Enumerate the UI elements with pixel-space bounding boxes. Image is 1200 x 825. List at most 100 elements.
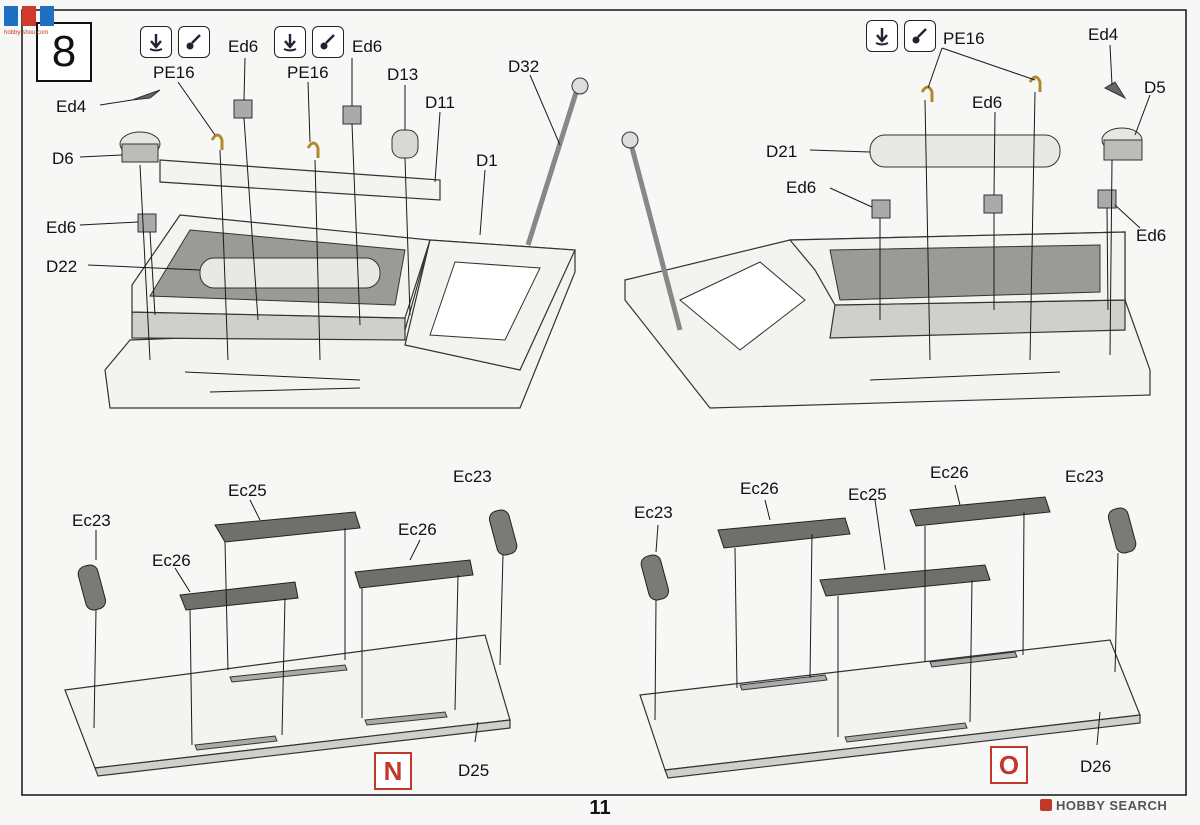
label-ec26: Ec26 — [930, 463, 969, 482]
label-ed6: Ed6 — [786, 178, 816, 197]
hull-hatch-mirror — [679, 261, 806, 351]
bracket-ed6 — [233, 99, 253, 119]
handle-ec25 — [214, 511, 361, 543]
bottom-left-leaders — [93, 499, 504, 746]
label-ed6: Ed6 — [228, 37, 258, 56]
label-ec26: Ec26 — [152, 551, 191, 570]
variant-marker-n: N — [374, 752, 412, 790]
brand-text: HOBBY SEARCH — [1056, 798, 1168, 813]
top-left-leaders — [79, 57, 561, 393]
label-pe16: PE16 — [943, 29, 985, 48]
part-d5-body — [1103, 139, 1143, 161]
pe16-hook — [210, 133, 224, 150]
label-ec25: Ec25 — [228, 481, 267, 500]
plate-d11 — [159, 159, 441, 201]
label-d13: D13 — [387, 65, 418, 84]
bracket-ed6 — [871, 199, 891, 219]
part-ed4 — [1103, 81, 1127, 100]
label-ec23: Ec23 — [1065, 467, 1104, 486]
exhaust-pipe-d21 — [869, 134, 1061, 168]
glue-drop-icon — [904, 20, 936, 52]
pe16-hook — [1028, 75, 1042, 92]
label-d22: D22 — [46, 257, 77, 276]
variant-marker-o: O — [990, 746, 1028, 784]
cut-arrow-icon — [274, 26, 306, 58]
plate-d26-edge — [664, 714, 1141, 779]
label-d21: D21 — [766, 142, 797, 161]
handle-ec25 — [819, 564, 991, 597]
label-ec23: Ec23 — [72, 511, 111, 530]
hobby-search-logo: HOBBY SEARCH — [1040, 798, 1167, 813]
strip — [194, 735, 278, 751]
grip-ec23 — [77, 564, 107, 611]
top-right-leaders — [809, 44, 1151, 381]
site-url: hobby-shou.com — [4, 30, 49, 36]
label-d1: D1 — [476, 151, 498, 170]
top-right-assembly — [621, 44, 1151, 409]
top-left-assembly — [79, 57, 589, 409]
cut-arrow-icon — [140, 26, 172, 58]
bottom-right-assembly — [639, 484, 1141, 779]
label-d32: D32 — [508, 57, 539, 76]
grip-ec23 — [640, 554, 670, 601]
label-pe16: PE16 — [153, 63, 195, 82]
label-ed6: Ed6 — [46, 218, 76, 237]
label-d5: D5 — [1144, 78, 1166, 97]
antenna-d32 — [525, 79, 583, 246]
site-logo: hobby-shou.com — [0, 0, 70, 40]
label-ed6: Ed6 — [972, 93, 1002, 112]
label-ec26: Ec26 — [398, 520, 437, 539]
page-frame — [21, 9, 1187, 796]
site-logo-icon — [4, 6, 54, 26]
label-ed6: Ed6 — [352, 37, 382, 56]
hobby-search-mark-icon — [1040, 799, 1052, 811]
handle-ec26 — [354, 559, 474, 589]
handle-ec26 — [179, 581, 299, 611]
glue-drop-icon — [312, 26, 344, 58]
strip — [844, 722, 968, 743]
pe16-hook — [306, 141, 320, 158]
bracket-ed6 — [342, 105, 362, 125]
label-d11: D11 — [425, 93, 455, 112]
grip-ec23 — [488, 509, 518, 556]
page-number: 11 — [589, 797, 611, 819]
strip — [364, 711, 448, 726]
part-d6-body — [121, 143, 159, 163]
bracket-ed6 — [983, 194, 1003, 214]
label-d6: D6 — [52, 149, 74, 168]
label-ed4: Ed4 — [1088, 25, 1118, 44]
label-d25: D25 — [458, 761, 489, 780]
plate-d25-edge — [94, 719, 511, 777]
hull-cavity-mirror — [829, 244, 1101, 301]
label-ec23: Ec23 — [453, 467, 492, 486]
label-ec25: Ec25 — [848, 485, 887, 504]
bottom-right-leaders — [654, 484, 1119, 746]
handle-ec26 — [717, 517, 851, 549]
step-number: 8 — [36, 22, 92, 82]
antenna-right — [627, 139, 683, 331]
strip — [739, 674, 828, 691]
grip-ec23 — [1107, 507, 1137, 554]
strip — [929, 651, 1018, 668]
label-ed4: Ed4 — [56, 97, 86, 116]
label-d26: D26 — [1080, 757, 1111, 776]
bracket-ed6 — [1097, 189, 1117, 209]
antenna-right-base — [621, 131, 639, 149]
label-ec23: Ec23 — [634, 503, 673, 522]
hull-hatch — [429, 261, 541, 341]
part-ed4 — [131, 89, 161, 101]
pe16-hook — [920, 85, 934, 102]
part-d13 — [391, 129, 419, 159]
antenna-d32-base — [571, 77, 589, 95]
strip — [229, 664, 348, 683]
handle-ec26 — [909, 496, 1051, 527]
bracket-ed6 — [137, 213, 157, 233]
part-labels: Ed4 D6 Ed6 D22 Ed6 PE16 Ed6 PE16 D13 D11… — [46, 25, 1166, 780]
exhaust-pipe-d22 — [199, 257, 381, 289]
label-ed6: Ed6 — [1136, 226, 1166, 245]
bottom-left-assembly — [64, 499, 518, 777]
label-ec26: Ec26 — [740, 479, 779, 498]
glue-drop-icon — [178, 26, 210, 58]
label-pe16: PE16 — [287, 63, 329, 82]
